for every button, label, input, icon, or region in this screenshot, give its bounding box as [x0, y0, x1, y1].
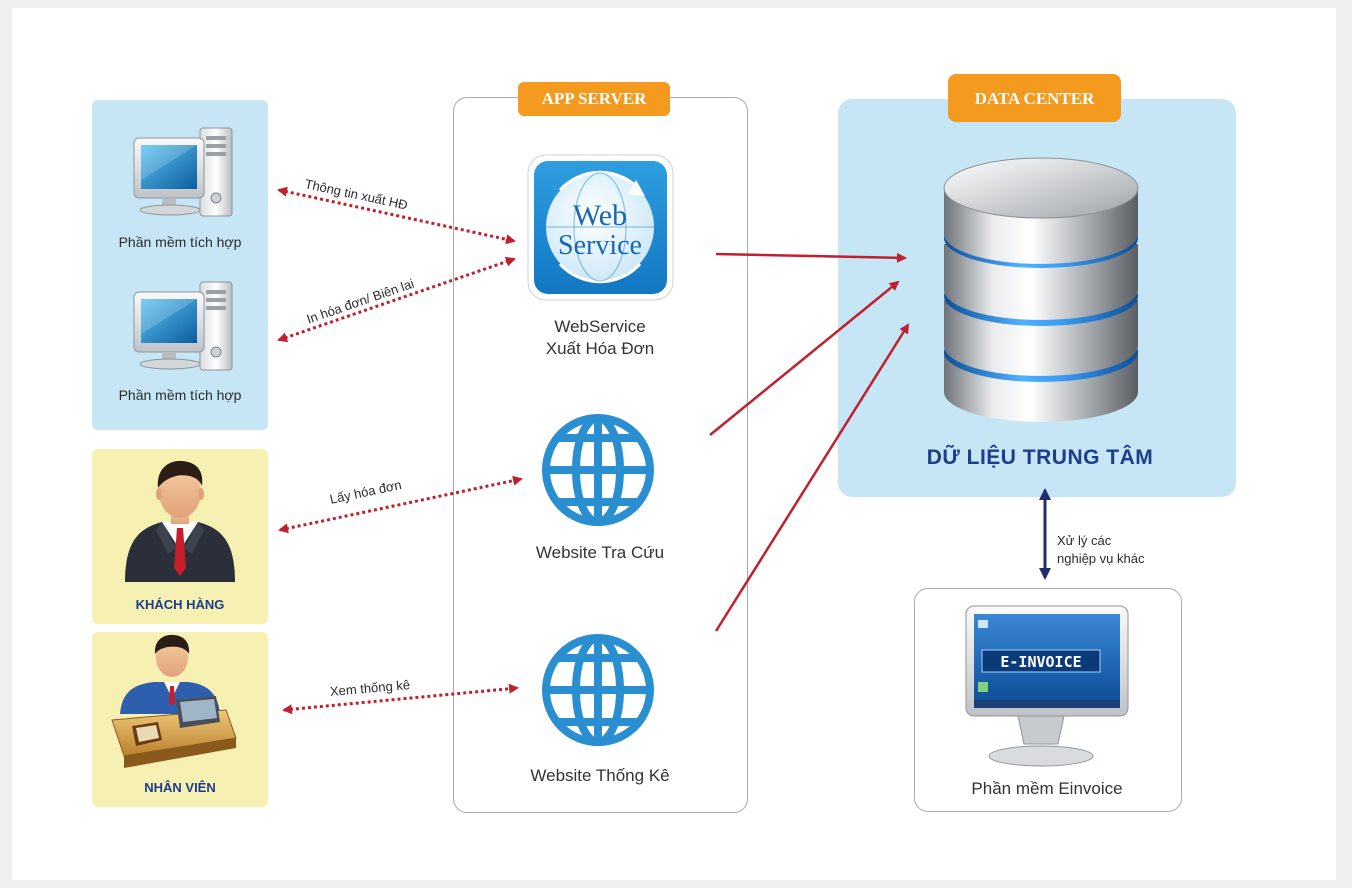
webservice-to-db-arrow [715, 252, 907, 263]
software-label-2: Phần mềm tích hợp [118, 387, 242, 403]
einvoice-monitor-icon: E-INVOICE [965, 605, 1129, 767]
app-server-tag: APP SERVER [518, 82, 670, 116]
database-icon [943, 157, 1139, 422]
globe-icon [542, 414, 654, 526]
einvoice-label: Phần mềm Einvoice [971, 779, 1123, 798]
webservice-icon-text-line1: Web [573, 199, 627, 232]
webservice-label-line1: WebService [554, 317, 646, 336]
office-worker-icon [111, 634, 237, 768]
solid-connectors [709, 252, 910, 632]
stats-website-label: Website Thống Kê [530, 766, 670, 785]
desktop-computer-icon [133, 281, 233, 371]
get-invoice-arrow [278, 475, 523, 534]
database-label: DỮ LIỆU TRUNG TÂM [926, 446, 1154, 469]
businessman-icon [125, 460, 235, 582]
webservice-icon-text-line2: Service [558, 230, 642, 261]
dotted-connectors [277, 186, 523, 715]
einvoice-screen-logo: E-INVOICE [1000, 653, 1081, 671]
globe-icon [542, 634, 654, 746]
data-center-tag: DATA CENTER [948, 74, 1121, 122]
webservice-label-line2: Xuất Hóa Đơn [545, 339, 655, 358]
customer-label: KHÁCH HÀNG [135, 597, 225, 612]
other-ops-label-line1: Xử lý các [1057, 533, 1112, 548]
webservice-icon: Web Service [527, 154, 674, 301]
lookup-to-db-arrow [709, 280, 900, 436]
staff-label: NHÂN VIÊN [144, 780, 216, 795]
desktop-computer-icon [133, 127, 233, 217]
lookup-website-label: Website Tra Cứu [535, 543, 665, 562]
other-ops-label-line2: nghiệp vụ khác [1057, 551, 1145, 566]
software-label-1: Phần mềm tích hợp [118, 234, 242, 250]
export-info-arrow [277, 186, 516, 245]
stats-to-db-arrow [714, 323, 910, 632]
